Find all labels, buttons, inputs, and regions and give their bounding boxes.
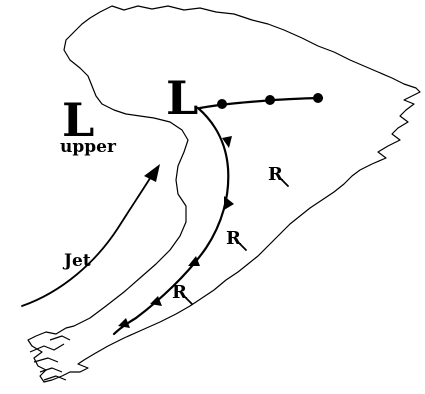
cloud-outline — [28, 6, 420, 382]
warm-front-semicircle-icon — [313, 93, 323, 103]
jet-stream-line — [22, 172, 154, 306]
rain-marker-label: R — [172, 282, 188, 303]
surface-low-label: L — [166, 71, 198, 125]
rain-marker-3: R — [172, 282, 192, 304]
warm-front-semicircle-icon — [265, 95, 275, 105]
jet-label: Jet — [62, 251, 91, 271]
warm-front-semicircle-icon — [217, 99, 227, 109]
jet-arrow-icon — [144, 164, 160, 182]
cloud-streaks — [30, 336, 70, 380]
rain-marker-2: R — [226, 228, 246, 250]
cold-front-triangle-icon — [224, 196, 234, 210]
rain-marker-label: R — [226, 228, 242, 249]
upper-low-subscript: upper — [60, 137, 117, 157]
rain-marker-1: R — [268, 164, 288, 186]
rain-marker-label: R — [268, 164, 284, 185]
